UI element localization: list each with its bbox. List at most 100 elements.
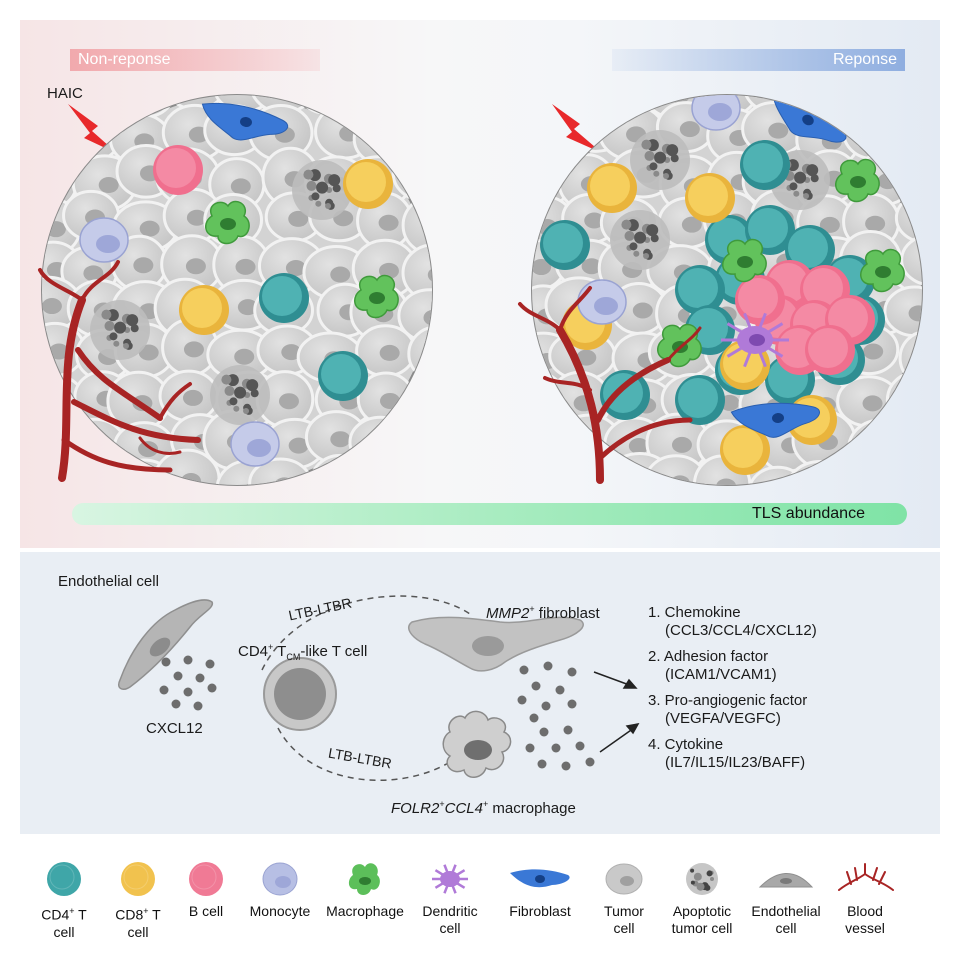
legend-label: Macrophage	[326, 903, 404, 919]
tls-abundance-bar	[72, 503, 907, 525]
tumor-cell	[898, 329, 922, 387]
tumor-cell	[532, 102, 567, 160]
endothelial-cell-label: Endothelial cell	[58, 573, 159, 590]
tumor-cell	[351, 95, 417, 118]
tumor-cell	[295, 95, 365, 116]
cd4-t-cell	[318, 351, 368, 401]
legend-label-line2: cell	[439, 920, 461, 936]
tumor-cell	[839, 95, 908, 122]
cd8-t-cell	[587, 163, 637, 213]
legend-label: Dendritic	[422, 903, 478, 919]
haic-lightning-icon	[68, 104, 118, 154]
tumor-cell	[891, 95, 922, 120]
tumor-cell	[403, 418, 432, 471]
endothelial-cell-icon	[758, 873, 814, 888]
tumor-cell	[894, 192, 922, 244]
legend-label-line2: tumor cell	[671, 920, 733, 936]
fibroblast-icon	[510, 869, 570, 888]
tumor-cell	[164, 95, 228, 111]
legend-item: Monocyte	[240, 860, 320, 920]
tumor-cell	[42, 102, 80, 161]
legend-label-line2: vessel	[845, 920, 885, 936]
cd4-t-cell	[675, 265, 725, 315]
tumor-cell	[532, 95, 577, 120]
secreted-factors-lower	[525, 725, 595, 771]
tumor-cell	[395, 104, 432, 157]
tumor-cell	[42, 414, 81, 467]
tumor-cell	[395, 95, 432, 124]
ltb-ltbr-arc-bottom	[277, 727, 451, 782]
fibroblast	[201, 102, 289, 141]
b-cell	[735, 275, 785, 325]
cxcl12-label: CXCL12	[146, 720, 203, 737]
monocyte	[230, 421, 280, 467]
factor-2-title: 2. Adhesion factor	[648, 648, 769, 665]
cd8-t-cell	[720, 425, 770, 475]
legend-label: Monocyte	[249, 903, 311, 919]
tumor-cell	[900, 233, 922, 287]
factor-1-title: 1. Chemokine	[648, 604, 741, 621]
cd4-tcm-like-label: CD4+ TCM-like T cell	[238, 642, 368, 662]
cd4-t-cell	[540, 220, 590, 270]
tumor-cell	[532, 421, 573, 476]
response-tumor	[531, 94, 923, 486]
tumor-cell	[896, 104, 922, 163]
macrophage	[205, 200, 250, 245]
tumor-cell	[352, 111, 416, 167]
tumor-cell	[395, 455, 432, 485]
mmp2-fibroblast-label: MMP2+ fibroblast	[486, 604, 600, 622]
macrophage-icon	[348, 863, 380, 895]
apoptotic-tumor-cell	[90, 300, 150, 360]
legend-label-line2: cell	[613, 920, 635, 936]
tumor-cell	[897, 142, 922, 200]
monocyte-icon	[262, 862, 298, 896]
blood-vessel-icon	[838, 863, 894, 891]
legend-label: B cell	[188, 903, 224, 919]
tumor-cell	[42, 95, 79, 118]
tumor-cell	[249, 95, 318, 115]
b-cell	[153, 145, 203, 195]
legend-item: Fibroblast	[500, 860, 580, 920]
b-cell	[805, 325, 855, 375]
cd4-t-cell	[259, 273, 309, 323]
dendritic-cell	[721, 312, 789, 368]
cd4-t-cell	[675, 375, 725, 425]
factor-3-detail: (VEGFA/VEGFC)	[665, 710, 781, 727]
secreted-factors-upper	[517, 661, 577, 723]
legend-label: Endothelial	[751, 903, 821, 919]
legend-label: Blood	[847, 903, 883, 919]
tumor-cell	[847, 418, 913, 479]
haic-label: HAIC	[47, 85, 83, 102]
tumor-cell	[407, 373, 432, 430]
apoptotic-tumor-cell	[292, 160, 352, 220]
cd8-t-cell	[179, 285, 229, 335]
legend-label-line2: cell	[53, 923, 75, 940]
apoptotic-tumor-cell-icon	[686, 863, 718, 895]
macrophage	[860, 248, 905, 293]
tumor-cell	[401, 195, 432, 256]
legend-label: CD4+ T	[41, 906, 87, 923]
macrophage	[722, 238, 767, 283]
legend-label: Fibroblast	[509, 903, 571, 919]
factor-2-detail: (ICAM1/VCAM1)	[665, 666, 777, 683]
apoptotic-tumor-cell	[630, 130, 690, 190]
legend-label-line2: cell	[775, 920, 797, 936]
factor-arrows	[593, 671, 640, 753]
mechanism-panel	[20, 552, 940, 834]
legend-label: CD8+ T	[115, 906, 161, 923]
tumor-illustration	[38, 94, 923, 486]
tumor-cell	[401, 243, 432, 303]
legend-label: Tumor	[604, 903, 644, 919]
blood-vessel-right	[518, 286, 702, 484]
factor-4-detail: (IL7/IL15/IL23/BAFF)	[665, 754, 806, 771]
macrophage	[835, 158, 880, 203]
tumor-cell	[785, 95, 854, 115]
cd4-t-cell	[600, 370, 650, 420]
legend-item: Macrophage	[325, 860, 405, 920]
apoptotic-tumor-cell	[210, 365, 270, 425]
tumor-cell	[67, 95, 125, 120]
